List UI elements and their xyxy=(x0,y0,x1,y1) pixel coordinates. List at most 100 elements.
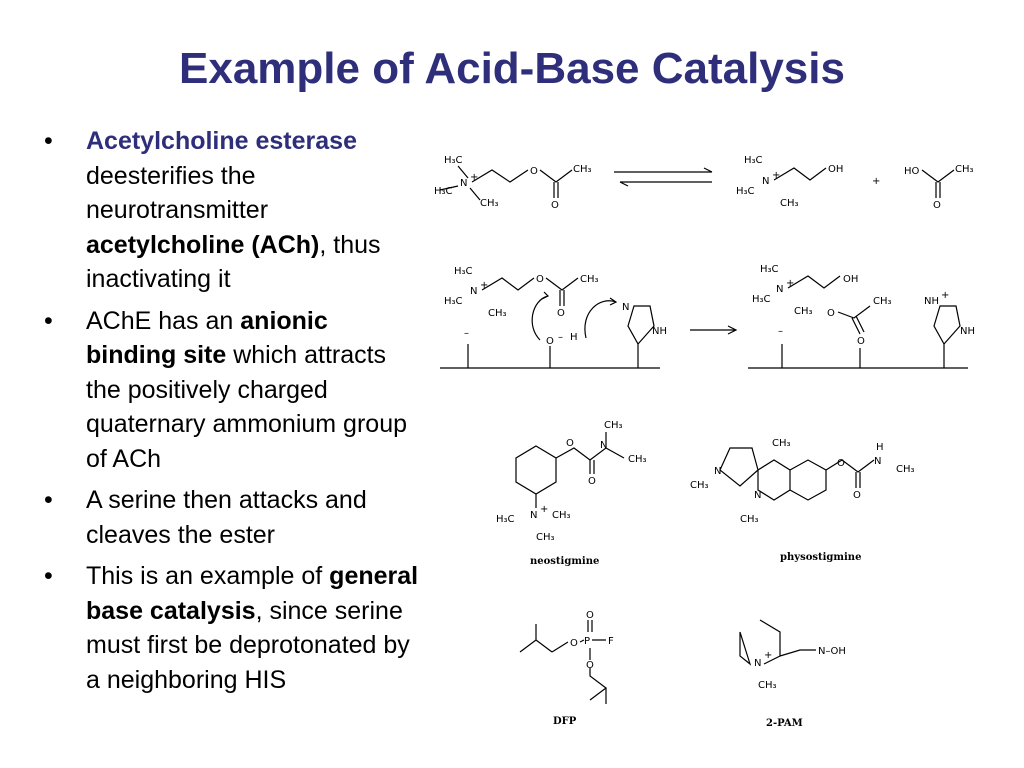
oxygen-label: O xyxy=(536,274,544,285)
pralidoxime-structure: N + CH₃ N–OH 2-PAM xyxy=(739,619,846,729)
nh-label: NH xyxy=(652,326,667,337)
ch3-label: CH₃ xyxy=(573,164,592,175)
acetic-acid-molecule: HO CH₃ O xyxy=(904,164,974,211)
nitrogen-label: N xyxy=(714,466,721,477)
nitrogen-label: N xyxy=(600,440,607,451)
h3c-label: H₃C xyxy=(454,266,473,277)
ch3-label: CH₃ xyxy=(552,510,571,521)
slide-title: Example of Acid-Base Catalysis xyxy=(179,44,845,93)
oxygen-label: O xyxy=(566,438,574,449)
bullet-marker: • xyxy=(44,486,53,514)
h3c-label: H₃C xyxy=(444,296,463,307)
hydroxyl-label: OH xyxy=(828,164,843,175)
compound-label: DFP xyxy=(553,716,577,727)
mechanism-right: H₃C N + H₃C CH₃ OH O CH₃ O – NH + NH xyxy=(748,264,975,369)
ch3-label: CH₃ xyxy=(604,420,623,431)
oxygen-label: O xyxy=(551,200,559,211)
ch3-label: CH₃ xyxy=(628,454,647,465)
oxygen-label: O xyxy=(827,308,835,319)
bullet-item: • This is an example of general base cata… xyxy=(40,559,420,697)
dfp-structure: O P F O O DFP xyxy=(519,610,614,727)
hydrogen-label: H xyxy=(876,442,884,453)
h3c-label: H₃C xyxy=(752,294,771,305)
compound-label: physostigmine xyxy=(780,552,861,563)
nitrogen-label: N xyxy=(762,176,769,187)
ch3-label: CH₃ xyxy=(580,274,599,285)
nitrogen-label: N xyxy=(622,302,629,313)
hydroxyl-label: HO xyxy=(904,166,920,177)
oxygen-label: O xyxy=(837,458,845,469)
plus-charge: + xyxy=(786,278,794,289)
bullet-text: acetylcholine (ACh) xyxy=(86,230,320,259)
fluorine-label: F xyxy=(608,636,614,647)
ch3-label: CH₃ xyxy=(896,464,915,475)
equilibrium-arrows xyxy=(614,167,713,187)
plus-charge: + xyxy=(772,170,780,181)
bullet-list: • Acetylcholine esterase deesterifies the… xyxy=(40,124,420,704)
nh-plus-label: NH xyxy=(924,296,939,307)
bullet-text: Acetylcholine esterase xyxy=(86,127,357,155)
nitrogen-label: N xyxy=(776,284,783,295)
compound-label: 2-PAM xyxy=(766,718,803,729)
anion-site: – xyxy=(464,328,469,339)
plus-charge: + xyxy=(470,172,478,183)
oxygen-label: O xyxy=(570,638,578,649)
bullet-marker: • xyxy=(44,127,53,155)
plus-charge: + xyxy=(941,290,949,301)
bullet-text: , since serine must first be deprotonate… xyxy=(86,596,410,694)
ach-molecule: H₃C N + H₃C CH₃ O CH₃ O xyxy=(434,155,592,211)
oxygen-label: O xyxy=(857,336,865,347)
oxygen-label: O xyxy=(530,166,538,177)
nitrogen-label: N xyxy=(530,510,537,521)
plus-charge: + xyxy=(540,504,548,515)
oxygen-label: O xyxy=(853,490,861,501)
bullet-text: anionic binding site xyxy=(86,306,328,370)
oxygen-label: O xyxy=(933,200,941,211)
ch3-label: CH₃ xyxy=(780,198,799,209)
h3c-label: H₃C xyxy=(496,514,515,525)
ch3-label: CH₃ xyxy=(794,306,813,317)
bullet-text: which attracts the positively charged qu… xyxy=(86,341,407,473)
oxygen-label: O xyxy=(557,308,565,319)
oxime-label: N–OH xyxy=(818,646,846,657)
ch3-label: CH₃ xyxy=(955,164,974,175)
bullet-text: deesterifies the neurotransmitter xyxy=(86,161,269,225)
bullet-text: general base catalysis xyxy=(86,562,419,625)
hyphen: – xyxy=(558,332,563,343)
nitrogen-label: N xyxy=(754,490,761,501)
ch3-label: CH₃ xyxy=(758,680,777,691)
neostigmine-structure: O O N CH₃ CH₃ N + H₃C CH₃ CH₃ neostigmin… xyxy=(496,420,647,567)
ch3-label: CH₃ xyxy=(488,308,507,319)
hydroxyl-label: OH xyxy=(843,274,858,285)
plus-charge: + xyxy=(764,650,772,661)
bullet-text: A serine then attacks and cleaves the es… xyxy=(86,486,367,549)
h3c-label: H₃C xyxy=(760,264,779,275)
h3c-label: H₃C xyxy=(744,155,763,166)
nitrogen-label: N xyxy=(470,286,477,297)
hydrogen-label: H xyxy=(570,332,578,343)
plus-charge: + xyxy=(480,280,488,291)
choline-molecule: H₃C N + H₃C CH₃ OH + xyxy=(736,155,880,209)
nitrogen-label: N xyxy=(754,658,761,669)
phosphorus-label: P xyxy=(584,636,590,647)
physostigmine-structure: CH₃ N CH₃ N CH₃ O O H N CH₃ physostigmin… xyxy=(690,438,915,563)
bullet-text: This is an example of xyxy=(86,562,330,590)
compound-label: neostigmine xyxy=(530,556,599,567)
bullet-text: AChE has an xyxy=(86,306,241,335)
ch3-label: CH₃ xyxy=(536,532,555,543)
ch3-label: CH₃ xyxy=(480,198,499,209)
bullet-marker: • xyxy=(44,306,53,335)
bullet-item: • Acetylcholine esterase deesterifies the… xyxy=(40,124,420,297)
bullet-item: • A serine then attacks and cleaves the e… xyxy=(40,483,420,552)
ch3-label: CH₃ xyxy=(690,480,709,491)
nh-label: NH xyxy=(960,326,975,337)
nitrogen-label: N xyxy=(874,456,881,467)
nitrogen-label: N xyxy=(460,178,467,189)
bullet-marker: • xyxy=(44,562,53,590)
h3c-label: H₃C xyxy=(444,155,463,166)
anion-site: – xyxy=(778,326,783,337)
mechanism-left: H₃C N + H₃C CH₃ O CH₃ O – O – H N NH xyxy=(440,266,738,369)
ch3-label: CH₃ xyxy=(740,514,759,525)
plus-sign: + xyxy=(872,176,880,187)
